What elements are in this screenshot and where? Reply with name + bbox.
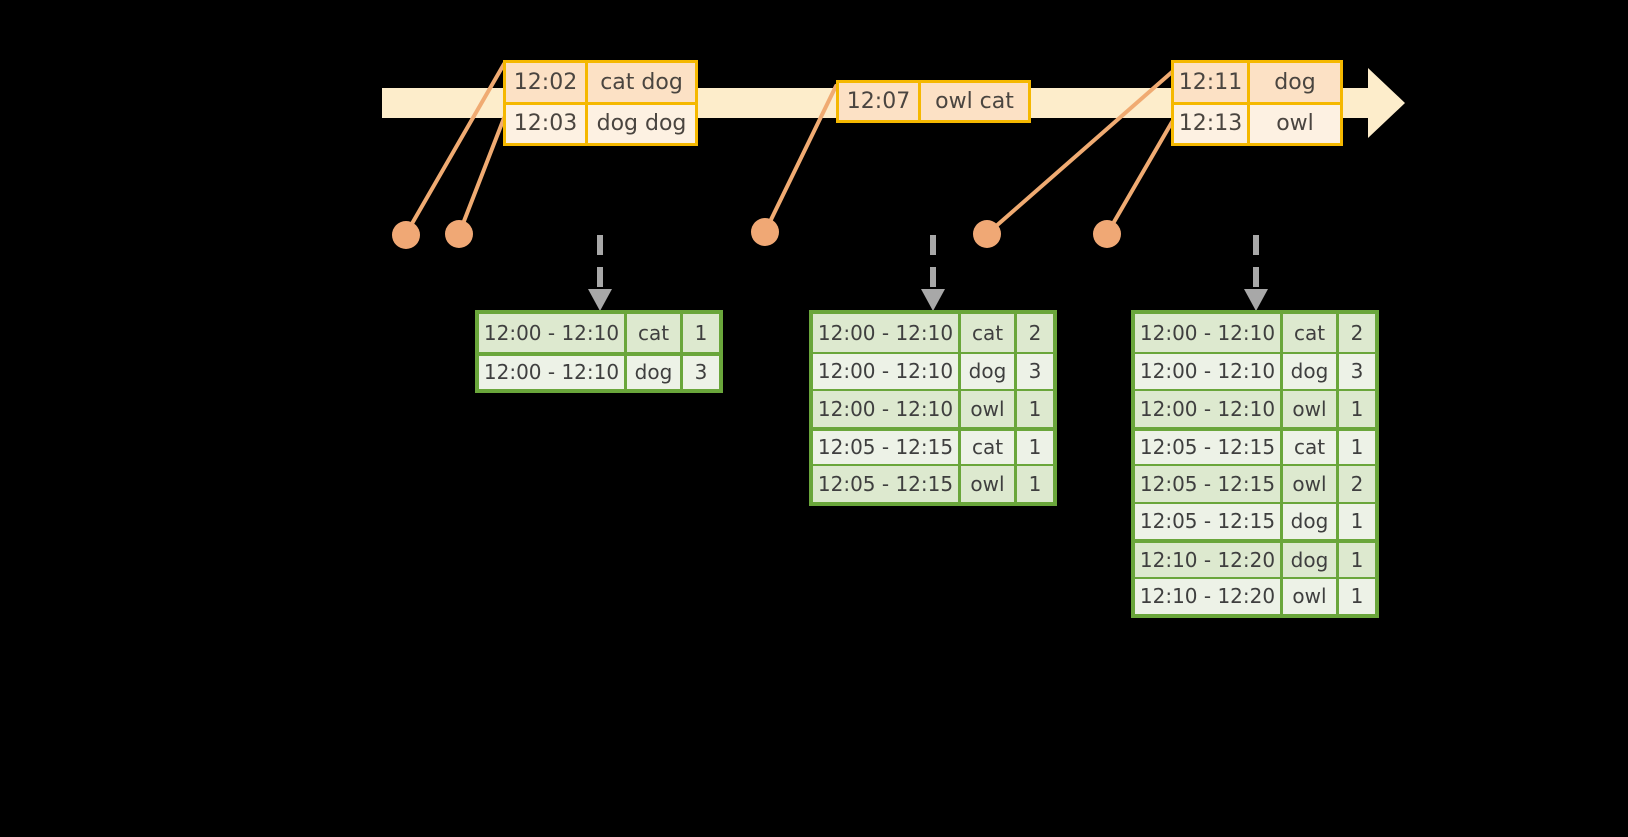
event-row[interactable]: 12:03 dog dog xyxy=(506,101,695,143)
key-cell: cat xyxy=(1283,430,1339,464)
window-cell: 12:10 - 12:20 xyxy=(1135,578,1283,614)
table-row[interactable]: 12:00 - 12:10 owl 1 xyxy=(813,389,1053,427)
count-cell: 1 xyxy=(1028,435,1042,460)
event-words: cat dog xyxy=(600,69,683,95)
key-cell: cat xyxy=(961,314,1017,352)
table-row[interactable]: 12:00 - 12:10 cat 2 xyxy=(813,314,1053,352)
event-dot-5 xyxy=(1093,220,1121,248)
window-cell: 12:05 - 12:15 xyxy=(1135,466,1283,502)
emit-arrow-1 xyxy=(588,235,612,311)
count-cell: 1 xyxy=(1350,435,1364,460)
window-cell: 12:00 - 12:10 xyxy=(813,314,961,352)
key-cell: dog xyxy=(1283,503,1339,539)
event-dots xyxy=(392,218,1121,249)
result-table-3[interactable]: 12:00 - 12:10 cat 2 12:00 - 12:10 dog 3 … xyxy=(1131,310,1379,618)
event-dot-2 xyxy=(445,220,473,248)
count-cell: 2 xyxy=(1350,320,1364,345)
table-row[interactable]: 12:00 - 12:10 owl 1 xyxy=(1135,389,1375,427)
key-cell: owl xyxy=(1283,391,1339,427)
event-box-group-3[interactable]: 12:11 dog 12:13 owl xyxy=(1171,60,1343,146)
window-cell: 12:05 - 12:15 xyxy=(1135,430,1283,464)
event-dot-3 xyxy=(751,218,779,246)
event-time: 12:13 xyxy=(1174,104,1250,143)
key-cell: owl xyxy=(961,466,1017,502)
event-dot-1 xyxy=(392,221,420,249)
connector-line-3 xyxy=(763,84,838,234)
key-cell: cat xyxy=(627,314,683,352)
count-cell: 1 xyxy=(1028,471,1042,496)
event-box-group-2[interactable]: 12:07 owl cat xyxy=(836,80,1031,123)
event-time: 12:07 xyxy=(839,83,921,120)
key-cell: dog xyxy=(1283,543,1339,577)
key-cell: owl xyxy=(1283,578,1339,614)
emit-arrows xyxy=(588,235,1268,311)
window-cell: 12:10 - 12:20 xyxy=(1135,543,1283,577)
window-cell: 12:00 - 12:10 xyxy=(1135,353,1283,389)
emit-arrow-3 xyxy=(1244,235,1268,311)
event-time: 12:03 xyxy=(506,104,588,143)
key-cell: cat xyxy=(961,430,1017,464)
table-row[interactable]: 12:00 - 12:10 dog 3 xyxy=(813,351,1053,389)
result-table-2[interactable]: 12:00 - 12:10 cat 2 12:00 - 12:10 dog 3 … xyxy=(809,310,1057,506)
key-cell: dog xyxy=(1283,353,1339,389)
key-cell: cat xyxy=(1283,314,1339,352)
window-cell: 12:00 - 12:10 xyxy=(813,353,961,389)
count-cell: 1 xyxy=(1350,509,1364,534)
event-row[interactable]: 12:13 owl xyxy=(1174,101,1340,143)
event-words: owl xyxy=(1276,111,1314,137)
event-words: dog xyxy=(1274,69,1316,95)
table-row[interactable]: 12:05 - 12:15 cat 1 xyxy=(1135,426,1375,464)
count-cell: 3 xyxy=(694,360,708,385)
emit-arrow-2 xyxy=(921,235,945,311)
table-row[interactable]: 12:00 - 12:10 cat 1 xyxy=(479,314,719,352)
count-cell: 1 xyxy=(694,320,708,345)
table-row[interactable]: 12:10 - 12:20 dog 1 xyxy=(1135,539,1375,577)
count-cell: 2 xyxy=(1350,471,1364,496)
count-cell: 1 xyxy=(1350,547,1364,572)
table-row[interactable]: 12:00 - 12:10 dog 3 xyxy=(1135,351,1375,389)
event-time: 12:02 xyxy=(506,63,588,102)
event-row[interactable]: 12:02 cat dog xyxy=(506,63,695,102)
result-table-1[interactable]: 12:00 - 12:10 cat 1 12:00 - 12:10 dog 3 xyxy=(475,310,723,393)
table-row[interactable]: 12:05 - 12:15 dog 1 xyxy=(1135,501,1375,539)
window-cell: 12:00 - 12:10 xyxy=(1135,391,1283,427)
count-cell: 1 xyxy=(1350,584,1364,609)
window-cell: 12:00 - 12:10 xyxy=(479,314,627,352)
table-row[interactable]: 12:05 - 12:15 cat 1 xyxy=(813,426,1053,464)
event-row[interactable]: 12:07 owl cat xyxy=(839,83,1028,120)
event-box-group-1[interactable]: 12:02 cat dog 12:03 dog dog xyxy=(503,60,698,146)
window-cell: 12:00 - 12:10 xyxy=(479,355,627,389)
count-cell: 1 xyxy=(1028,396,1042,421)
connector-line-2 xyxy=(457,116,506,236)
window-cell: 12:05 - 12:15 xyxy=(813,466,961,502)
window-cell: 12:05 - 12:15 xyxy=(813,430,961,464)
table-row[interactable]: 12:05 - 12:15 owl 2 xyxy=(1135,464,1375,502)
connector-line-5 xyxy=(1105,120,1174,236)
event-words: owl cat xyxy=(935,89,1014,114)
table-row[interactable]: 12:05 - 12:15 owl 1 xyxy=(813,464,1053,502)
event-dot-4 xyxy=(973,220,1001,248)
window-cell: 12:00 - 12:10 xyxy=(813,391,961,427)
table-row[interactable]: 12:00 - 12:10 dog 3 xyxy=(479,351,719,389)
connector-line-1 xyxy=(404,62,506,236)
event-time: 12:11 xyxy=(1174,63,1250,102)
count-cell: 3 xyxy=(1350,359,1364,384)
key-cell: owl xyxy=(1283,466,1339,502)
event-words: dog dog xyxy=(596,111,687,137)
key-cell: dog xyxy=(627,355,683,389)
key-cell: owl xyxy=(961,391,1017,427)
window-cell: 12:00 - 12:10 xyxy=(1135,314,1283,352)
event-row[interactable]: 12:11 dog xyxy=(1174,63,1340,102)
table-row[interactable]: 12:00 - 12:10 cat 2 xyxy=(1135,314,1375,352)
table-row[interactable]: 12:10 - 12:20 owl 1 xyxy=(1135,576,1375,614)
window-cell: 12:05 - 12:15 xyxy=(1135,503,1283,539)
key-cell: dog xyxy=(961,353,1017,389)
count-cell: 2 xyxy=(1028,320,1042,345)
count-cell: 1 xyxy=(1350,396,1364,421)
count-cell: 3 xyxy=(1028,359,1042,384)
